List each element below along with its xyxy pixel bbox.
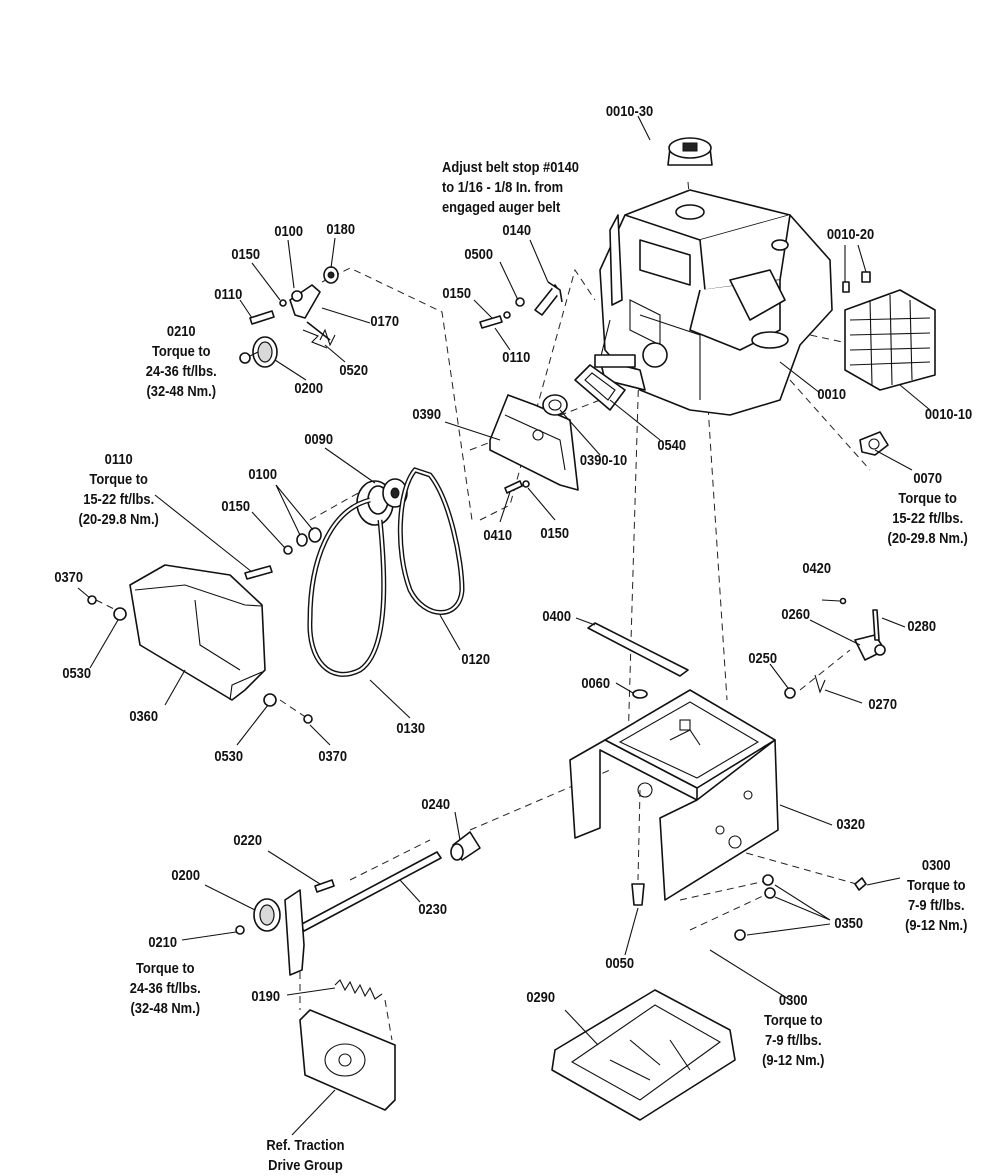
bearing-0240 bbox=[450, 831, 481, 861]
callout-0070: 0070 Torque to 15-22 ft/lbs. (20-29.8 Nm… bbox=[887, 470, 968, 547]
callout-0150-d: 0150 bbox=[540, 525, 570, 542]
callout-0260: 0260 bbox=[781, 606, 811, 623]
callout-0010-20: 0010-20 bbox=[826, 226, 875, 243]
callout-0010-10: 0010-10 bbox=[924, 406, 973, 423]
callout-0200-a: 0200 bbox=[294, 380, 324, 397]
callout-0190: 0190 bbox=[251, 988, 281, 1005]
idler-arm-lower bbox=[235, 879, 383, 1000]
callout-0530-a: 0530 bbox=[62, 665, 92, 682]
gas-cap bbox=[667, 137, 713, 166]
leader-lines bbox=[77, 115, 931, 1136]
callout-0220: 0220 bbox=[233, 832, 263, 849]
belt-guide-bracket bbox=[489, 394, 579, 491]
callout-0250: 0250 bbox=[748, 650, 778, 667]
callout-0240: 0240 bbox=[421, 796, 451, 813]
callout-0270: 0270 bbox=[868, 696, 898, 713]
idler-pulley-upper bbox=[239, 336, 278, 368]
nut-0070 bbox=[859, 431, 889, 456]
callout-0370-a: 0370 bbox=[54, 569, 84, 586]
callout-0110-a: 0110 bbox=[502, 349, 531, 366]
belt-stop-hardware bbox=[479, 297, 530, 494]
idler-bracket-upper bbox=[249, 266, 339, 349]
chute-control-parts bbox=[784, 597, 886, 699]
callout-0010: 0010 bbox=[817, 386, 847, 403]
callout-0150-c: 0150 bbox=[221, 498, 251, 515]
callout-0410: 0410 bbox=[483, 527, 513, 544]
callout-0280: 0280 bbox=[907, 618, 937, 635]
callout-0110-b: 0110 bbox=[214, 286, 243, 303]
callout-0230: 0230 bbox=[418, 901, 448, 918]
callout-0420: 0420 bbox=[802, 560, 832, 577]
traction-drive-ref bbox=[299, 1009, 396, 1111]
callout-0110-c: 0110 Torque to 15-22 ft/lbs. (20-29.8 Nm… bbox=[78, 451, 159, 528]
frame-hardware bbox=[631, 874, 867, 941]
callout-0300-a: 0300 Torque to 7-9 ft/lbs. (9-12 Nm.) bbox=[905, 857, 968, 934]
callout-0140: 0140 bbox=[502, 222, 532, 239]
callout-0150-a: 0150 bbox=[442, 285, 472, 302]
callout-0170: 0170 bbox=[370, 313, 400, 330]
callout-0120: 0120 bbox=[461, 651, 491, 668]
callout-0300-b: 0300 Torque to 7-9 ft/lbs. (9-12 Nm.) bbox=[762, 992, 825, 1069]
slide-strip bbox=[587, 622, 689, 677]
belt-stop bbox=[534, 281, 563, 316]
callout-0320: 0320 bbox=[836, 816, 866, 833]
callout-0210-b: 0210 bbox=[148, 934, 178, 951]
gasket-0540 bbox=[574, 364, 626, 411]
callout-0290: 0290 bbox=[526, 989, 556, 1006]
callout-0050: 0050 bbox=[605, 955, 635, 972]
bottom-plate bbox=[551, 989, 736, 1121]
muffler-screws bbox=[842, 271, 871, 293]
callout-0350: 0350 bbox=[834, 915, 864, 932]
callout-0130: 0130 bbox=[396, 720, 426, 737]
callout-0010-30: 0010-30 bbox=[605, 103, 654, 120]
callout-torque-0210-b: Torque to 24-36 ft/lbs. (32-48 Nm.) bbox=[129, 960, 201, 1017]
callout-0180: 0180 bbox=[326, 221, 356, 238]
callout-0090: 0090 bbox=[304, 431, 334, 448]
callout-0400: 0400 bbox=[542, 608, 572, 625]
washer-0060 bbox=[632, 689, 648, 699]
callout-0390: 0390 bbox=[412, 406, 442, 423]
callout-0060: 0060 bbox=[581, 675, 611, 692]
frame bbox=[569, 689, 779, 901]
callout-note-belt-stop: Adjust belt stop #0140 to 1/16 - 1/8 In.… bbox=[442, 159, 579, 216]
callout-0210-a: 0210 Torque to 24-36 ft/lbs. (32-48 Nm.) bbox=[145, 323, 217, 400]
pulley-hardware bbox=[244, 527, 322, 580]
callout-ref-traction: Ref. Traction Drive Group bbox=[266, 1137, 345, 1174]
engine-assembly bbox=[594, 189, 833, 416]
callout-0390-10: 0390-10 bbox=[579, 452, 628, 469]
belt-cover bbox=[129, 564, 266, 701]
callout-0520: 0520 bbox=[339, 362, 369, 379]
callout-0370-b: 0370 bbox=[318, 748, 348, 765]
auger-pulley bbox=[356, 478, 408, 526]
callout-0100-b: 0100 bbox=[248, 466, 278, 483]
muffler-guard bbox=[844, 289, 936, 391]
callout-0500: 0500 bbox=[464, 246, 494, 263]
callout-0150-b: 0150 bbox=[231, 246, 261, 263]
callout-0200-b: 0200 bbox=[171, 867, 201, 884]
callout-0540: 0540 bbox=[657, 437, 687, 454]
callout-0530-b: 0530 bbox=[214, 748, 244, 765]
callout-0100-a: 0100 bbox=[274, 223, 304, 240]
drive-belts bbox=[307, 467, 465, 677]
callout-0360: 0360 bbox=[129, 708, 159, 725]
